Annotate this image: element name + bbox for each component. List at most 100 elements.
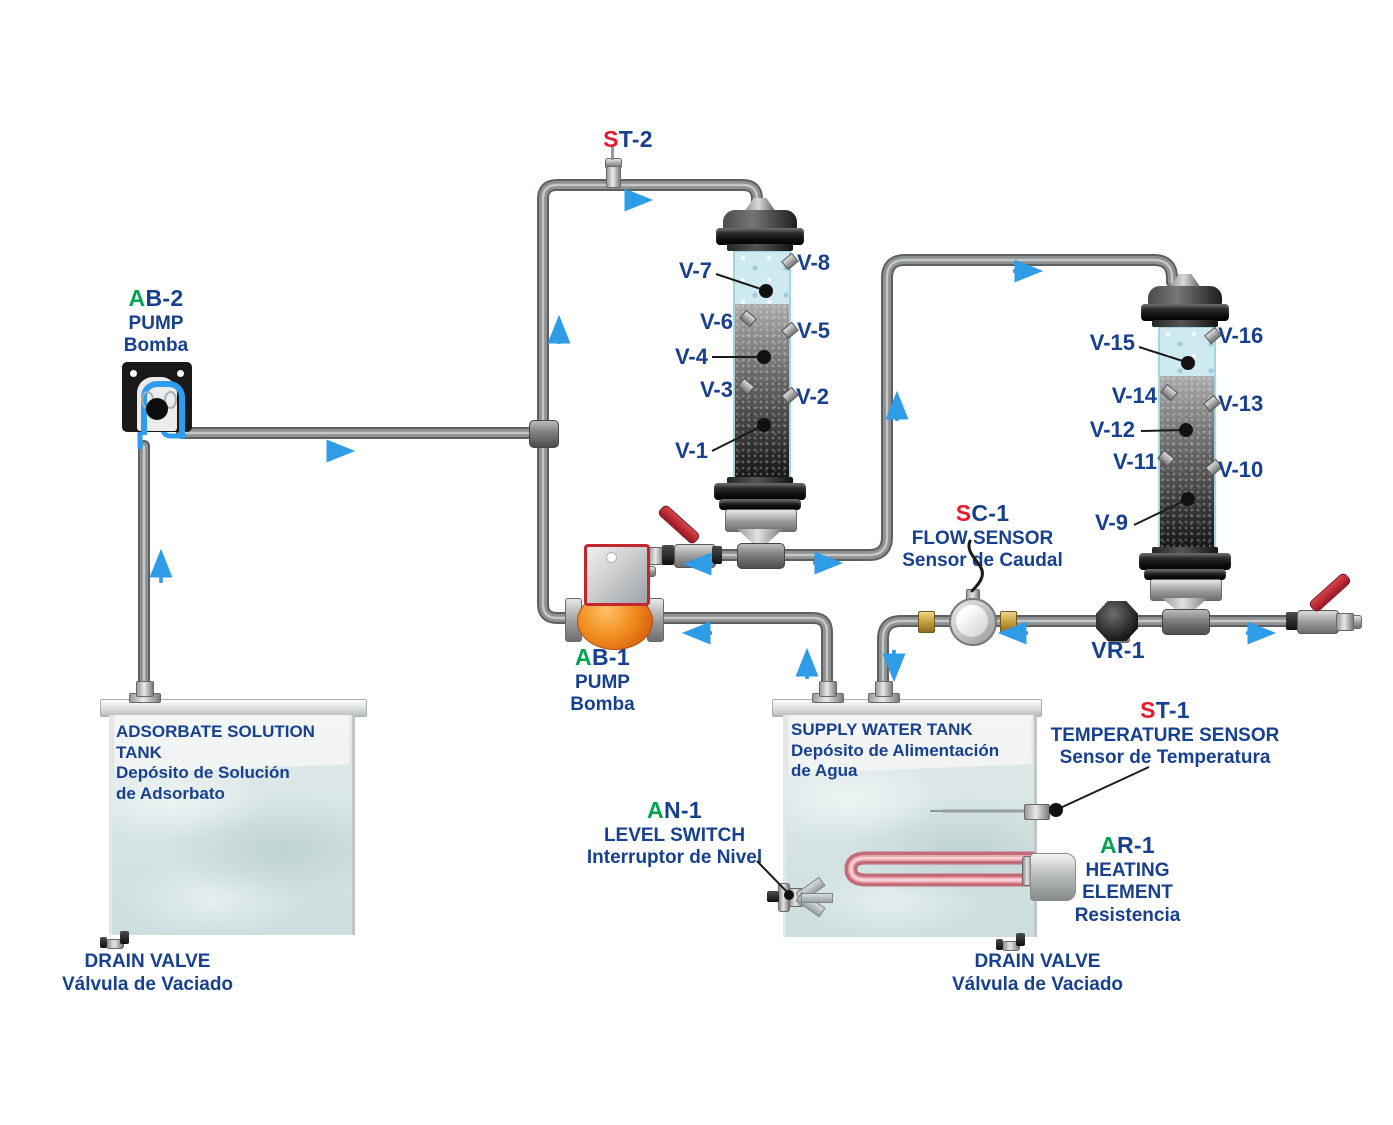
ab1-pump-head [584,544,650,606]
column1-top-ring [727,244,793,251]
ball-valve-left-nut2 [712,546,722,564]
st1-tag-first: S [1140,697,1156,723]
st2-label: ST-2 [588,126,668,154]
st2-tag-rest: T-2 [618,126,653,152]
v13-label: V-13 [1218,391,1264,416]
level-switch-stem [767,891,779,902]
adsorbate-drain-valve-icon [120,931,129,944]
temperature-sensor-fitting [1024,804,1050,820]
st1-name-en: TEMPERATURE SENSOR [1050,724,1280,746]
st2-sensor-icon [606,166,621,188]
v14-label: V-14 [1111,383,1157,408]
adsorbate-tank [109,715,355,935]
ar1-label: AR-1 HEATING ELEMENT Resistencia [1060,832,1195,928]
screw-icon [177,370,184,377]
drain-left-es: Válvula de Vaciado [61,973,234,995]
ab2-label: AB-2 PUMP Bomba [100,285,212,358]
ar1-tag-rest: R-1 [1116,832,1155,858]
v7-label: V-7 [678,258,712,283]
column1-top-dome [723,210,797,230]
ab1-tag-rest: B-1 [591,644,630,670]
supply-drain-cap [996,939,1003,950]
adsorbate-drain-cap [100,937,107,948]
supply-tank-label: SUPPLY WATER TANK Depósito de Alimentaci… [791,720,999,782]
v1-label: V-1 [674,438,708,463]
st1-name-es: Sensor de Temperatura [1059,747,1271,769]
flow-sensor-face [956,605,988,637]
column2-glass [1158,326,1216,552]
ball-valve-left-body [674,544,716,568]
column1-bottom-cylinder [725,509,797,532]
ab1-name-es: Bomba [570,694,635,716]
drain-right-en: DRAIN VALVE [974,951,1101,972]
level-switch-flange [778,883,790,912]
ab1-label: AB-1 PUMP Bomba [545,644,660,717]
column1-top-flange [716,228,804,245]
v8-label: V-8 [797,250,831,275]
st1-label: ST-1 TEMPERATURE SENSOR Sensor de Temper… [1045,697,1285,770]
pipe-tee-fitting [529,420,559,448]
ab1-name-en: PUMP [575,671,630,693]
adsorbate-tank-water [112,764,352,935]
ar1-name-es: Resistencia [1074,905,1181,927]
union-nut-gold [1000,611,1017,633]
column2-bottom-cylinder [1150,579,1222,601]
v9-label: V-9 [1094,510,1128,535]
adsorbate-tank-name-en1: ADSORBATE SOLUTION [116,722,315,741]
column1-bottom-tee [737,543,785,569]
v6-label: V-6 [699,309,733,334]
an1-tag-first: A [647,797,664,823]
an1-tag-rest: N-1 [663,797,702,823]
ar1-name-en2: ELEMENT [1082,882,1173,904]
vr1-valve-icon [1096,601,1138,641]
sc1-name-es: Sensor de Caudal [902,550,1063,572]
drain-valve-right-label: DRAIN VALVE Válvula de Vaciado [930,951,1145,997]
an1-label: AN-1 LEVEL SWITCH Interruptor de Nivel [572,797,777,870]
v15-label: V-15 [1089,330,1135,355]
v11-label: V-11 [1112,449,1157,474]
ab2-name-en: PUMP [128,312,184,334]
ab2-tag-first: A [128,285,146,311]
ab2-rotor-icon [146,398,168,420]
supply-tank-left-fitting [819,681,837,697]
ar1-tag-first: A [1100,832,1117,858]
column2-bottom-flange [1139,553,1231,570]
supply-tank-right-fitting [875,681,893,697]
sc1-name-en: FLOW SENSOR [911,527,1054,549]
v10-label: V-10 [1218,457,1264,482]
ab2-tag-rest: B-2 [145,285,184,311]
adsorbate-tank-label: ADSORBATE SOLUTION TANK Depósito de Solu… [116,722,315,805]
adsorbate-tank-name-es2: de Adsorbato [116,784,225,804]
supply-tank-name-en: SUPPLY WATER TANK [791,720,973,739]
column1-glass [733,250,791,482]
column2-bottom-flange2 [1144,569,1226,580]
an1-name-en: LEVEL SWITCH [603,824,746,846]
supply-tank-water [786,764,1034,937]
column2-top-flange [1141,304,1229,321]
union-nut-gold [918,611,935,633]
column2-top-ring [1152,320,1218,327]
supply-tank-name-es1: Depósito de Alimentación [791,740,1000,760]
adsorbate-tank-name-en2: TANK [116,742,162,762]
drain-right-es: Válvula de Vaciado [951,973,1124,995]
st2-tag-first: S [603,126,619,152]
column2-top-dome [1148,286,1222,306]
v3-label: V-3 [699,377,733,402]
drain-left-en: DRAIN VALVE [84,951,211,972]
sc1-tag-rest: C-1 [971,500,1010,526]
adsorbate-tank-name-es1: Depósito de Solución [116,763,290,783]
ball-valve-right-handle [1307,571,1353,614]
st1-tag-rest: T-1 [1155,697,1190,723]
sc1-tag-first: S [955,500,972,526]
sc1-label: SC-1 FLOW SENSOR Sensor de Caudal [880,500,1085,573]
ball-valve-left-nut [662,545,674,565]
ball-valve-right-body [1297,610,1339,634]
column1-water [735,252,789,304]
level-switch-blade [801,893,833,903]
supply-tank-name-es2: de Agua [791,761,858,781]
v4-label: V-4 [674,344,708,369]
ball-valve-right-endcap [1336,613,1354,631]
supply-drain-valve-icon [1016,933,1025,946]
ar1-name-en1: HEATING [1085,859,1170,881]
